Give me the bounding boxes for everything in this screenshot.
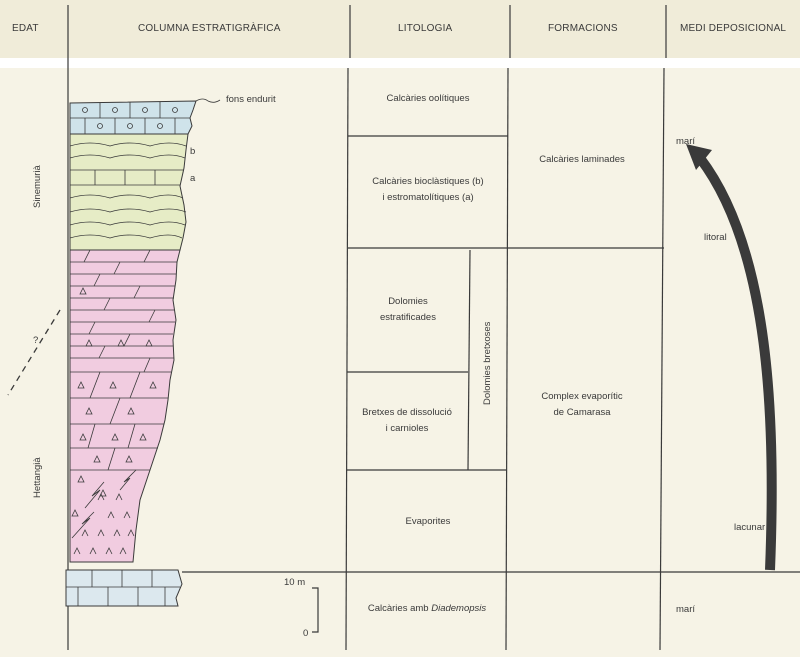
lit-dolomies-1: Dolomies (388, 296, 428, 307)
age-hettangia: Hettangià (32, 457, 43, 498)
breccia-triangles (71, 287, 157, 517)
medi-litoral: litoral (704, 232, 727, 243)
age-question: ? (33, 335, 38, 346)
form-complex-2: de Camarasa (553, 407, 611, 418)
lit-bioclastiques-1: Calcàries bioclàstiques (b) (372, 176, 483, 187)
lit-bioclastiques-2: i estromatolítiques (a) (382, 192, 473, 203)
layer-oolitic (69, 100, 197, 135)
label-fons-endurit: fons endurit (226, 94, 276, 105)
scale-bar (312, 587, 319, 633)
header-separator (0, 58, 800, 68)
lit-diademopsis-italic: Diademopsis (431, 603, 486, 614)
header-edat: EDAT (12, 23, 39, 34)
environment-arrow-head (686, 144, 712, 170)
lit-diademopsis-prefix: Calcàries amb (368, 603, 431, 614)
label-scale-top: 10 m (284, 577, 305, 588)
lit-bretxes-2: i carnioles (386, 423, 429, 434)
evaporite-symbols (73, 493, 135, 555)
dissolution-zigzag-1 (119, 469, 137, 491)
medi-lacunar: lacunar (734, 522, 765, 533)
layer-bioclastic (69, 133, 189, 251)
header-columna: COLUMNA ESTRATIGRÀFICA (138, 21, 281, 34)
header-band (0, 0, 800, 58)
form-laminades: Calcàries laminades (539, 154, 625, 165)
divider-litologia (505, 67, 509, 651)
lit-dolomies-bretxoses: Dolomies bretxoses (482, 321, 493, 405)
label-a: a (190, 173, 196, 184)
lit-dolomies-2: estratificades (380, 312, 436, 323)
lit-oolitiques: Calcàries oolítiques (387, 93, 470, 104)
lit-diademopsis: Calcàries amb Diademopsis (368, 603, 487, 614)
lit-evaporites: Evaporites (406, 516, 451, 527)
medi-mari-top: marí (676, 136, 695, 147)
form-complex-1: Complex evaporític (541, 391, 623, 402)
medi-mari-bottom: marí (676, 604, 695, 615)
label-scale-bottom: 0 (303, 628, 308, 639)
age-sinemuria: Sinemurià (32, 165, 43, 208)
header-medi: MEDI DEPOSICIONAL (680, 23, 786, 34)
header-litologia: LITOLOGIA (398, 23, 453, 34)
divider-bretxoses (467, 249, 471, 471)
age-boundary-dashed (7, 309, 61, 396)
label-b: b (190, 146, 195, 157)
layer-diademopsis (65, 569, 183, 607)
divider-columna (345, 67, 349, 651)
dissolution-zigzag-2 (84, 481, 105, 509)
environment-arrow-shaft (696, 154, 777, 571)
dissolution-zigzag-3 (71, 511, 95, 539)
divider-formacions (659, 67, 665, 651)
strat-column (65, 98, 221, 607)
header-formacions: FORMACIONS (548, 23, 618, 34)
layer-dolomite (69, 249, 181, 563)
lit-bretxes-1: Bretxes de dissolució (362, 407, 452, 418)
fons-endurit-line (195, 98, 221, 103)
